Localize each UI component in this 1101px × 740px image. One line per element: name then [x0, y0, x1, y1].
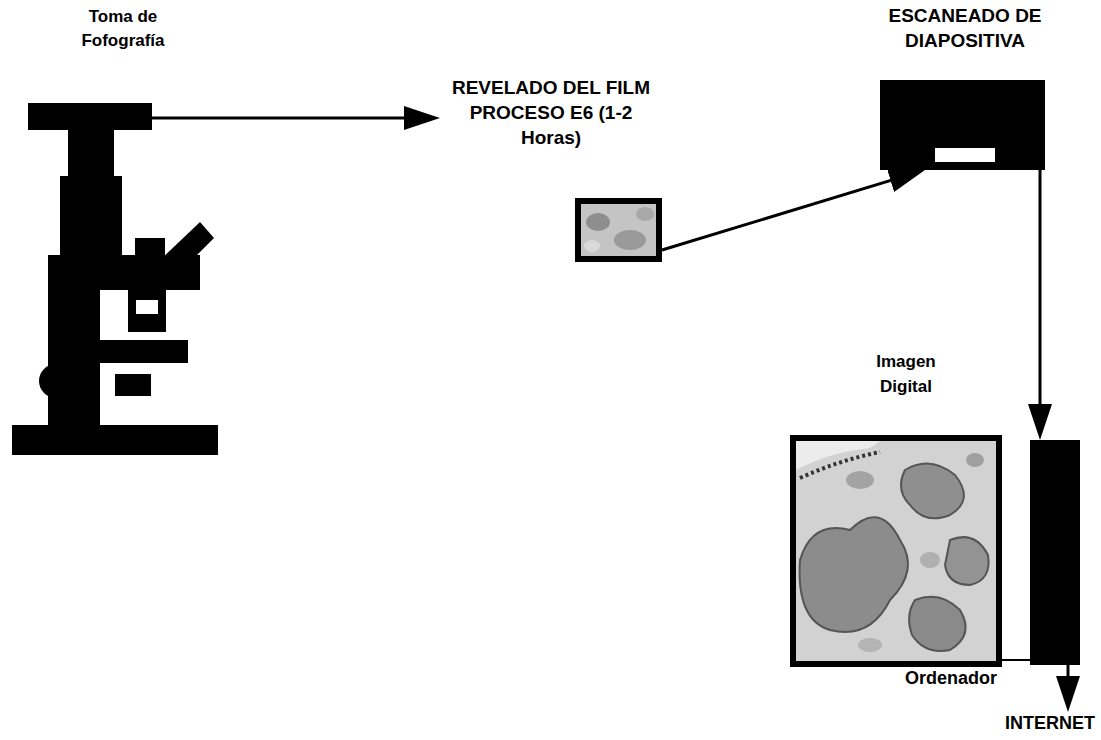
objective-notch — [136, 300, 158, 314]
tissue-blob — [586, 213, 610, 231]
node-label: Imagen Digital — [856, 349, 956, 399]
objective — [128, 290, 166, 332]
internet-node: INTERNET — [1005, 712, 1095, 734]
node-label: Ordenador — [905, 667, 997, 689]
film-process: REVELADO DEL FILM PROCESO E6 (1-2 Horas) — [440, 75, 662, 262]
tissue-blob — [846, 471, 874, 489]
focus-knob — [39, 364, 73, 398]
flow-arrow — [1067, 665, 1070, 702]
computer-tower: Ordenador — [1030, 440, 1080, 665]
eyepiece — [158, 222, 214, 276]
tissue-blob — [901, 464, 964, 519]
microscope-base — [12, 425, 218, 455]
monitor-screen: Imagen Digital — [790, 435, 1002, 667]
node-label: INTERNET — [1005, 712, 1095, 734]
connector-line — [1002, 659, 1030, 661]
node-label: Toma de Fofografía — [68, 5, 178, 53]
tissue-blob — [945, 537, 989, 585]
flow-arrow — [152, 117, 430, 120]
node-label: REVELADO DEL FILM PROCESO E6 (1-2 Horas) — [440, 75, 662, 150]
microscope-tube — [68, 128, 114, 178]
monitor-ground — [796, 441, 996, 661]
tissue-blob — [800, 517, 908, 632]
tissue-blob — [920, 552, 940, 568]
flow-arrow — [1039, 170, 1042, 430]
slide-tissue-image — [581, 204, 656, 256]
condenser — [115, 374, 151, 396]
camera-head: Toma de Fofografía — [28, 103, 152, 130]
eyepiece-base — [135, 238, 165, 258]
scanner-slot — [935, 148, 995, 162]
microscope-symbol — [12, 128, 218, 455]
monitor-tissue-image — [796, 441, 996, 661]
tissue-blob — [614, 230, 646, 250]
tissue-blob — [636, 207, 654, 221]
tissue-edge — [796, 441, 880, 470]
tissue-blob — [966, 453, 984, 467]
flow-arrow — [662, 173, 915, 250]
slide-ground — [581, 204, 656, 256]
tissue-blob — [584, 240, 600, 252]
tissue-blob — [909, 597, 966, 651]
tissue-blob — [858, 638, 882, 652]
stage — [55, 340, 188, 363]
microscope-body — [60, 176, 122, 258]
slide-scanner: ESCANEADO DE DIAPOSITIVA — [880, 80, 1045, 170]
slide-frame — [575, 198, 662, 262]
node-label: ESCANEADO DE DIAPOSITIVA — [865, 3, 1065, 53]
